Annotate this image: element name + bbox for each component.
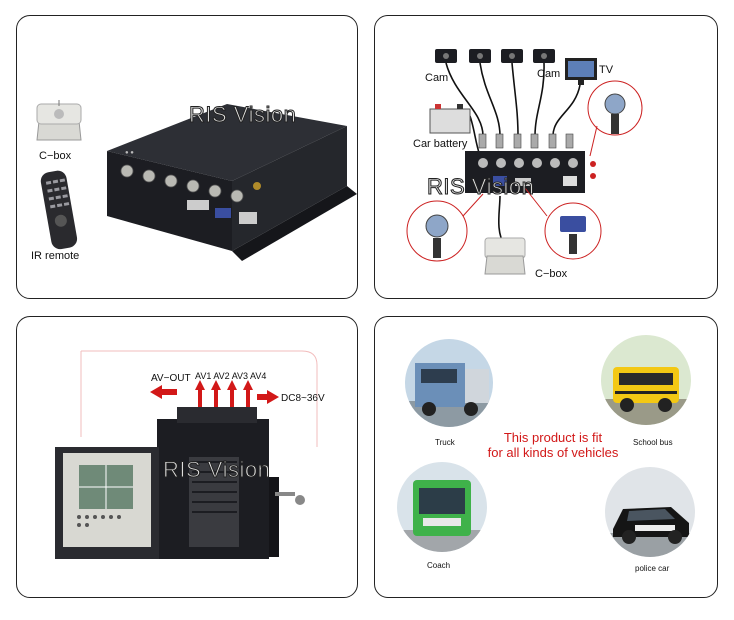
headline-line-1: This product is fit — [503, 430, 603, 445]
tv-icon — [565, 58, 597, 85]
watermark: RIS Vision — [426, 174, 535, 200]
dvr-top-view — [157, 407, 279, 559]
vehicle-label-police-car: police car — [635, 564, 670, 573]
camera-icons — [435, 49, 555, 63]
truck-image — [405, 339, 493, 427]
cam-label-right: Cam — [537, 68, 561, 80]
cam-label-left: Cam — [425, 72, 449, 84]
remote-label: IR remote — [31, 250, 80, 262]
dvr-unit — [465, 151, 596, 193]
watermark: RIS Vision — [188, 102, 297, 128]
zoom-connector-right — [587, 80, 643, 157]
vehicle-label-school-bus: School bus — [633, 438, 673, 447]
zoom-vga — [524, 187, 602, 260]
wiring-illustration — [406, 49, 643, 275]
svg-text:● ●: ● ● — [125, 150, 134, 156]
dc-voltage-label: DC8~36V — [281, 393, 325, 404]
tv-label: TV — [599, 64, 614, 76]
av-inputs-label: AV1 AV2 AV3 AV4 — [195, 371, 267, 381]
av-out-label: AV−OUT — [151, 373, 191, 384]
cbox-image — [484, 237, 526, 275]
ports-illustration — [55, 350, 318, 559]
police-car-image — [605, 467, 695, 557]
vehicles-panel: Truck School bus Coach police car This p… — [374, 316, 718, 598]
device-illustration: ● ● — [36, 100, 357, 261]
device-photo-panel: ● ● RIS Vision C−box IR remote — [16, 15, 358, 299]
vehicle-label-coach: Coach — [427, 561, 451, 570]
ports-panel: RIS Vision AV−OUT AV1 AV2 AV3 AV4 DC8~36… — [16, 316, 358, 598]
battery-icon — [429, 104, 471, 134]
front-panel — [55, 447, 159, 559]
school-bus-image — [601, 335, 691, 425]
ir-remote-image — [40, 170, 78, 250]
arrow-icons — [150, 380, 279, 413]
cbox-label: C−box — [39, 150, 72, 162]
cbox-label: C−box — [535, 268, 568, 280]
battery-label: Car battery — [413, 138, 468, 150]
zoom-connector-left — [406, 193, 484, 262]
vehicle-label-truck: Truck — [435, 438, 455, 447]
watermark: RIS Vision — [162, 457, 271, 483]
cbox-image — [36, 100, 82, 141]
key-icon — [275, 492, 305, 505]
dvr-box-image: ● ● — [107, 104, 357, 261]
coach-image — [397, 462, 487, 552]
headline-line-2: for all kinds of vehicles — [487, 445, 619, 460]
wiring-diagram-panel: RIS Vision Cam Cam TV Car battery C−box — [374, 15, 718, 299]
